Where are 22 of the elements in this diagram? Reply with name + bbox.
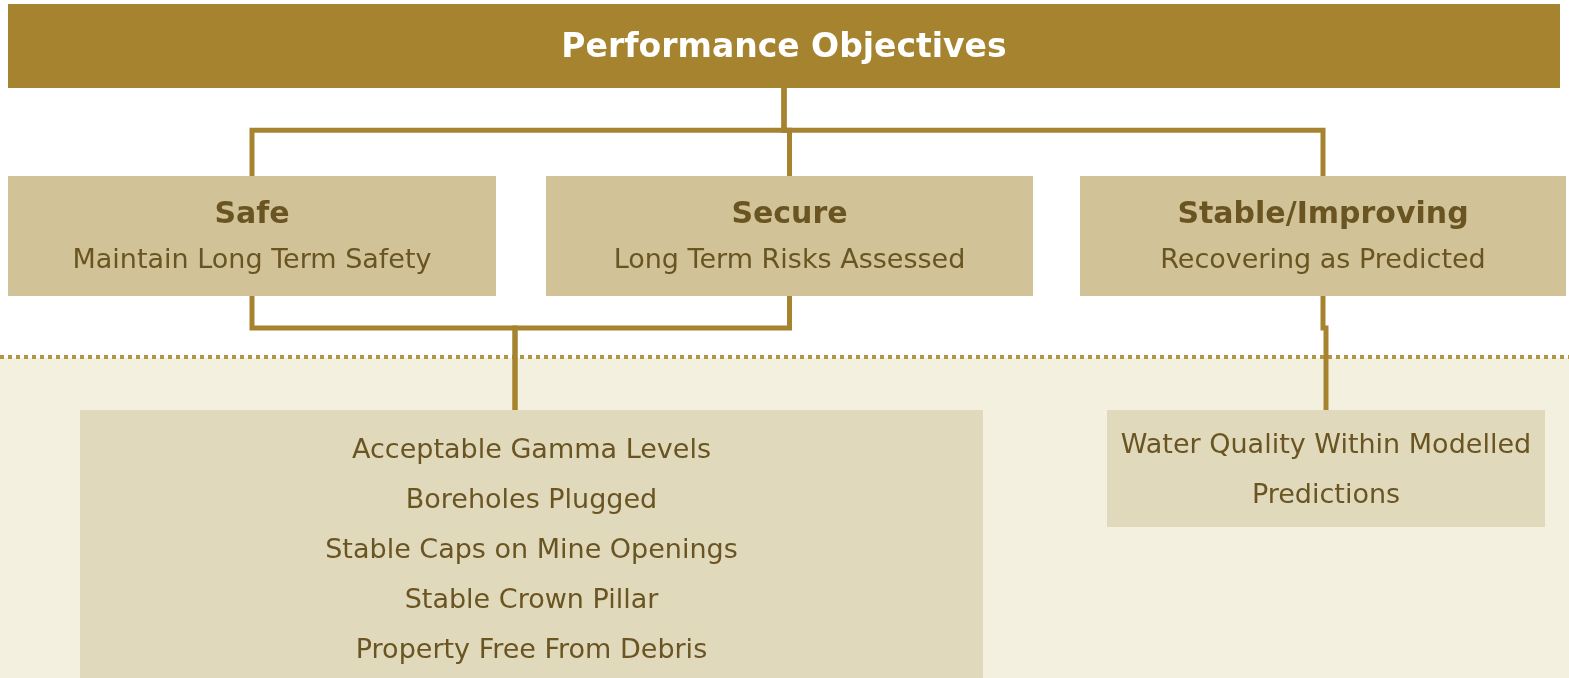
connector-line [512, 296, 792, 410]
criterion-text: Stable Caps on Mine Openings [325, 532, 738, 566]
objective-description: Maintain Long Term Safety [72, 242, 432, 276]
criterion-text: Water Quality Within Modelled Predictions [1119, 426, 1533, 511]
criteria-box [1107, 410, 1545, 527]
objective-description: Recovering as Predicted [1160, 242, 1486, 276]
criterion-text: Acceptable Gamma Levels [352, 432, 711, 466]
objective-box [8, 176, 496, 296]
objective-heading: Safe [214, 194, 290, 232]
criterion-text: Boreholes Plugged [405, 482, 658, 516]
connector-line [781, 88, 1326, 176]
banner [8, 4, 1560, 88]
objective-description: Long Term Risks Assessed [613, 242, 966, 276]
title-text: Performance Objectives [561, 25, 1007, 67]
connector-line [1320, 296, 1329, 410]
objective-heading: Stable/Improving [1177, 194, 1469, 232]
objective-box [1080, 176, 1566, 296]
criteria-box [80, 410, 983, 678]
criterion-text: Property Free From Debris [355, 632, 708, 666]
objective-box [546, 176, 1033, 296]
criterion-text: Stable Crown Pillar [404, 582, 659, 616]
objective-heading: Secure [731, 194, 848, 232]
